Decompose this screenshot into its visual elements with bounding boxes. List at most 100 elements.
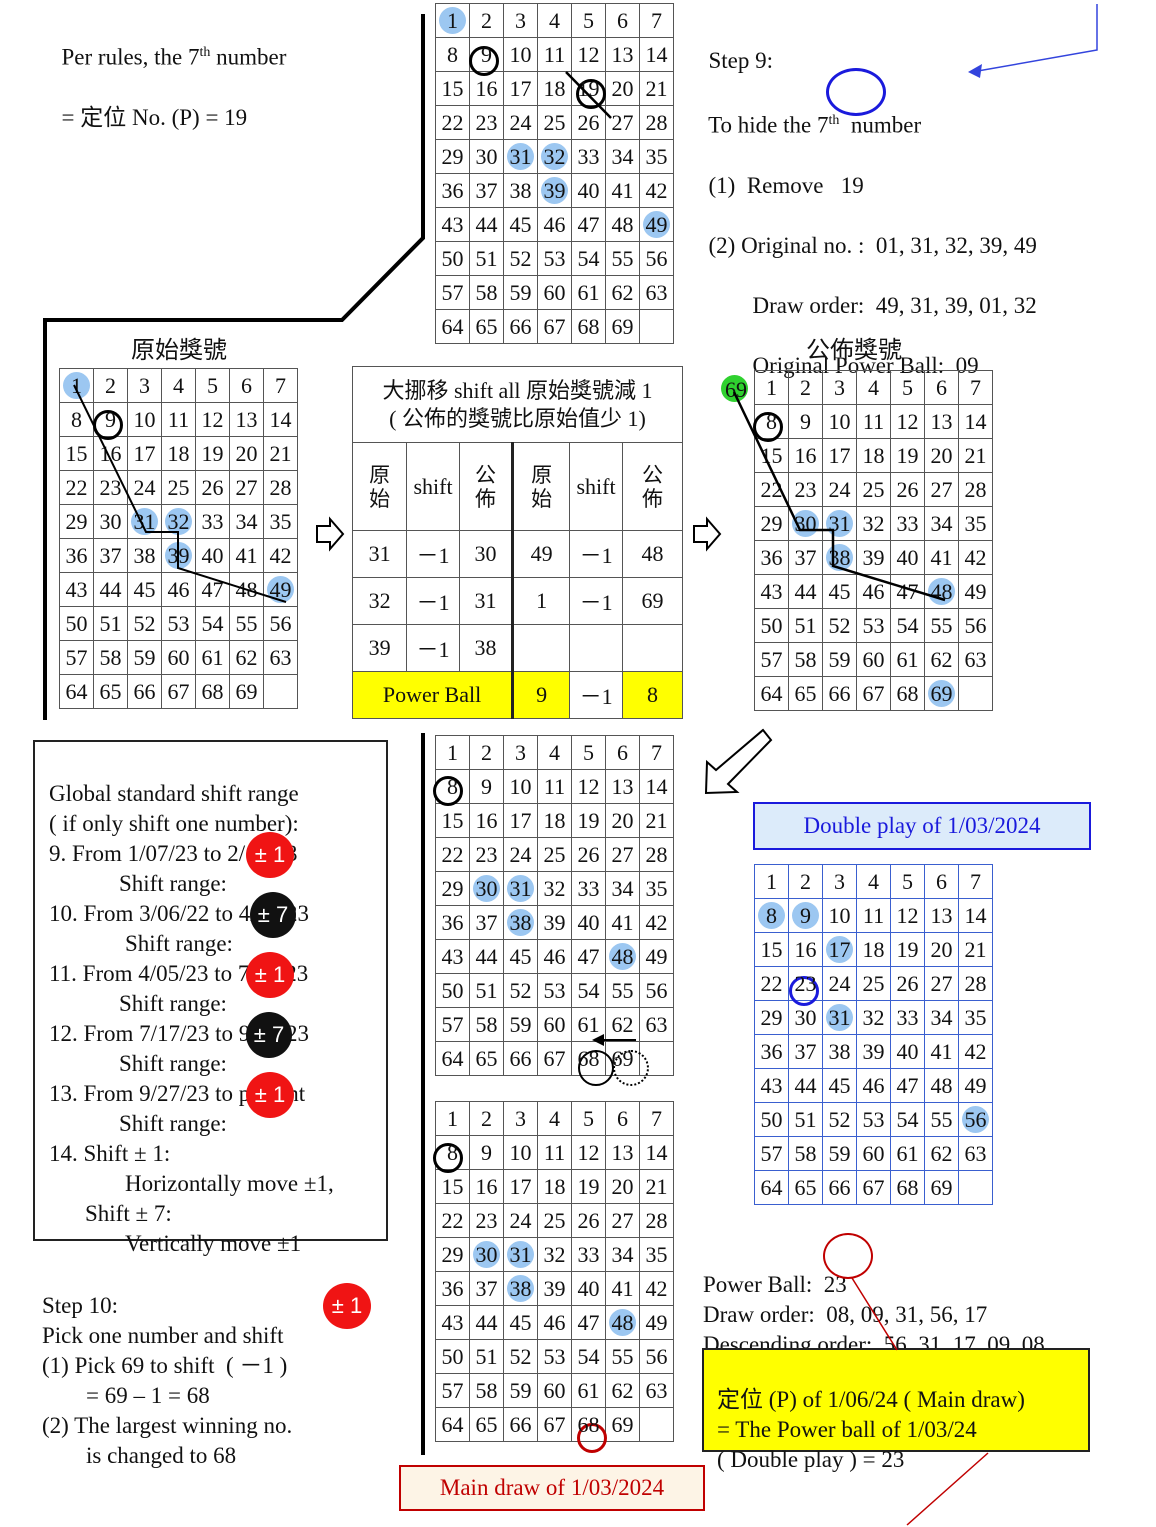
grid-number: 50 bbox=[441, 245, 464, 271]
grid-cell: 64 bbox=[754, 1170, 789, 1205]
grid-cell: 48 bbox=[605, 207, 640, 242]
grid-cell: 31 bbox=[822, 1000, 857, 1035]
grid-cell: 24 bbox=[503, 1203, 538, 1238]
grid-cell: 30 bbox=[93, 504, 128, 539]
grid-number: 43 bbox=[441, 943, 464, 969]
grid-number: 29 bbox=[441, 875, 464, 901]
grid-number: 59 bbox=[509, 1011, 532, 1037]
grid-cell: 15 bbox=[754, 438, 789, 473]
grid-number: 26 bbox=[577, 841, 600, 867]
grid-cell: 58 bbox=[93, 640, 128, 675]
grid-number: 42 bbox=[964, 1038, 987, 1064]
grid-number: 25 bbox=[543, 841, 566, 867]
grid-cell: 55 bbox=[605, 973, 640, 1008]
arrow-right-1 bbox=[316, 516, 345, 552]
grid-cell: 11 bbox=[537, 1135, 572, 1170]
grid-cell: 7 bbox=[639, 735, 674, 770]
grid-number: 49 bbox=[964, 1072, 987, 1098]
grid-number: 23 bbox=[475, 109, 498, 135]
grid-number: 24 bbox=[133, 474, 156, 500]
grid-cell: 34 bbox=[924, 506, 959, 541]
step10-block: Step 10: Pick one number and shift (1) P… bbox=[42, 1261, 292, 1471]
grid-number: 26 bbox=[577, 1207, 600, 1233]
grid-cell: 38 bbox=[503, 173, 538, 208]
grid-cell: 14 bbox=[958, 898, 993, 933]
grid-cell: 65 bbox=[788, 676, 823, 711]
grid-number: 52 bbox=[509, 245, 532, 271]
cell: －1 bbox=[406, 624, 460, 672]
grid-cell: 34 bbox=[229, 504, 264, 539]
grid-number: 27 bbox=[930, 476, 953, 502]
grid-number: 14 bbox=[645, 41, 668, 67]
grid-number: 43 bbox=[760, 578, 783, 604]
grid-cell: 26 bbox=[195, 470, 230, 505]
grid-number: 21 bbox=[645, 1173, 668, 1199]
grid-cell: 57 bbox=[435, 1007, 470, 1042]
grid-number: 51 bbox=[794, 612, 817, 638]
grid-number: 22 bbox=[760, 476, 783, 502]
grid-cell bbox=[639, 309, 674, 344]
grid-number: 53 bbox=[543, 245, 566, 271]
grid-cell: 67 bbox=[537, 1041, 572, 1076]
grid-cell: 51 bbox=[93, 606, 128, 641]
grid-number: 18 bbox=[167, 440, 190, 466]
grid-number: 69 bbox=[930, 1174, 953, 1200]
grid-number: 55 bbox=[611, 977, 634, 1003]
grid-cell: 36 bbox=[754, 540, 789, 575]
grid-cell: 6 bbox=[605, 3, 640, 38]
grid-cell: 43 bbox=[435, 1305, 470, 1340]
grid-number: 62 bbox=[930, 646, 953, 672]
grid-number: 39 bbox=[862, 1038, 885, 1064]
grid-cell: 67 bbox=[161, 674, 196, 709]
double-play-label: Double play of 1/03/2024 bbox=[753, 802, 1091, 850]
grid-cell: 62 bbox=[605, 1007, 640, 1042]
grid-cell: 18 bbox=[537, 803, 572, 838]
grid-number: 60 bbox=[543, 1377, 566, 1403]
grid-number: 36 bbox=[760, 1038, 783, 1064]
grid-cell: 22 bbox=[754, 472, 789, 507]
grid-number: 22 bbox=[65, 474, 88, 500]
grid-number: 37 bbox=[475, 909, 498, 935]
grid-cell: 18 bbox=[856, 932, 891, 967]
grid-cell: 56 bbox=[639, 973, 674, 1008]
grid-cell: 45 bbox=[127, 572, 162, 607]
grid-cell: 33 bbox=[571, 871, 606, 906]
grid-number: 51 bbox=[475, 245, 498, 271]
grid-number: 38 bbox=[509, 909, 532, 935]
grid-number: 2 bbox=[481, 7, 492, 33]
grid-number: 48 bbox=[611, 943, 634, 969]
grid-number: 28 bbox=[269, 474, 292, 500]
grid-number: 41 bbox=[930, 1038, 953, 1064]
grid-number: 65 bbox=[99, 678, 122, 704]
grid-number: 16 bbox=[475, 75, 498, 101]
grid-cell: 8 bbox=[754, 898, 789, 933]
grid-number: 48 bbox=[930, 1072, 953, 1098]
grid-cell: 21 bbox=[958, 438, 993, 473]
grid-number: 26 bbox=[896, 970, 919, 996]
grid-cell: 38 bbox=[822, 540, 857, 575]
grid-number: 1 bbox=[766, 374, 777, 400]
grid-cell: 38 bbox=[503, 1271, 538, 1306]
grid-number: 7 bbox=[651, 7, 662, 33]
grid-number: 28 bbox=[964, 476, 987, 502]
grid-number: 35 bbox=[964, 510, 987, 536]
cell: 32 bbox=[351, 577, 408, 625]
grid-cell: 21 bbox=[639, 1169, 674, 1204]
grid-number: 22 bbox=[441, 1207, 464, 1233]
grid-cell: 14 bbox=[639, 1135, 674, 1170]
main-draw-label: Main draw of 1/03/2024 bbox=[399, 1465, 705, 1511]
grid-cell: 46 bbox=[537, 939, 572, 974]
grid-number: 7 bbox=[651, 1105, 662, 1131]
grid-number: 67 bbox=[862, 680, 885, 706]
grid-cell: 20 bbox=[605, 1169, 640, 1204]
grid-number: 68 bbox=[577, 1411, 600, 1437]
badge-pm7: ± 7 bbox=[246, 1012, 292, 1058]
grid-cell: 32 bbox=[161, 504, 196, 539]
grid-cell: 66 bbox=[822, 676, 857, 711]
grid-cell: 45 bbox=[503, 1305, 538, 1340]
grid-cell: 6 bbox=[605, 735, 640, 770]
